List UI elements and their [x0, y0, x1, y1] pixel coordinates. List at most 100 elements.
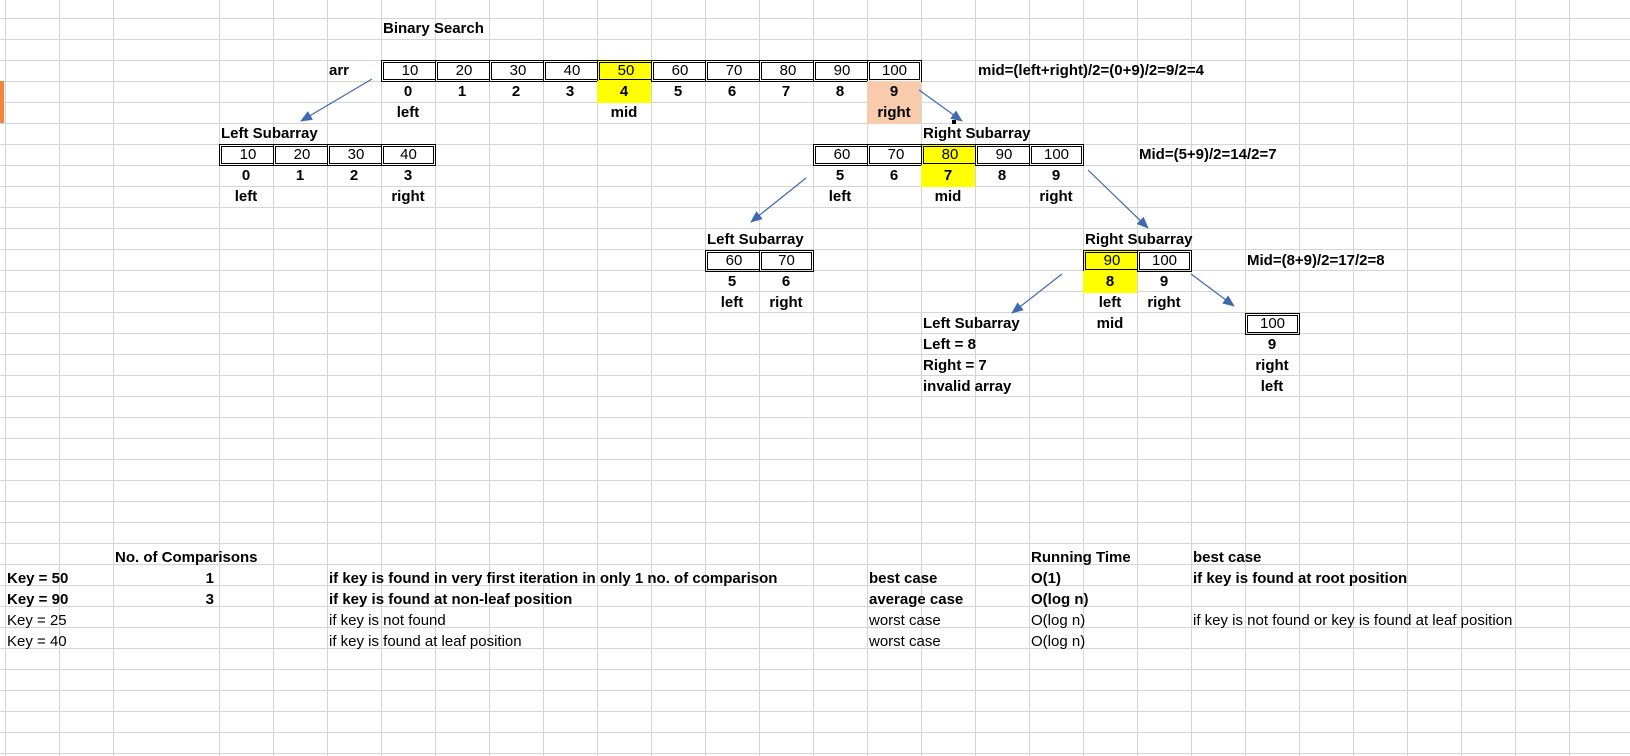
index-cell[interactable]: 7 [781, 83, 791, 100]
invalid-left-value[interactable]: Left = 8 [923, 336, 976, 353]
array-cell[interactable]: 30 [327, 144, 382, 166]
array-cell[interactable]: 90 [975, 144, 1030, 166]
left-pointer-label[interactable]: left [720, 294, 744, 311]
array-cell[interactable]: 100 [1245, 313, 1300, 335]
right-pointer-label[interactable]: right [769, 294, 803, 311]
note-cell[interactable]: if key is not found or key is found at l… [1193, 612, 1513, 629]
index-cell-selected[interactable]: 9 [867, 81, 921, 103]
running-time-cell[interactable]: O(log n) [1031, 633, 1086, 650]
array-cell[interactable]: 100 [1137, 250, 1192, 272]
index-cell[interactable]: 6 [727, 83, 737, 100]
case-cell[interactable]: average case [869, 591, 964, 608]
array-cell[interactable]: 10 [381, 60, 436, 82]
index-cell[interactable]: 2 [511, 83, 521, 100]
left-pointer-label[interactable]: left [1098, 294, 1122, 311]
invalid-right-value[interactable]: Right = 7 [923, 357, 987, 374]
right-pointer-label[interactable]: right [1255, 357, 1289, 374]
comparisons-header[interactable]: No. of Comparisons [115, 549, 258, 566]
main-mid-formula[interactable]: mid=(left+right)/2=(0+9)/2=9/2=4 [978, 62, 1204, 79]
left-pointer-label[interactable]: left [234, 188, 258, 205]
comparisons-cell[interactable]: 3 [205, 591, 214, 608]
left-subarray-title[interactable]: Left Subarray [221, 125, 318, 142]
right-pointer-label[interactable]: right [867, 102, 921, 124]
description-cell[interactable]: if key is found at non-leaf position [329, 591, 573, 608]
mid-pointer-label[interactable]: mid [1096, 315, 1124, 332]
right-pointer-label[interactable]: right [391, 188, 425, 205]
array-cell[interactable]: 10 [219, 144, 274, 166]
index-cell-mid[interactable]: 4 [597, 81, 651, 103]
index-cell[interactable]: 1 [295, 167, 305, 184]
index-cell[interactable]: 3 [565, 83, 575, 100]
array-cell-mid[interactable]: 90 [1083, 250, 1138, 272]
index-cell[interactable]: 5 [727, 273, 737, 290]
description-cell[interactable]: if key is found at leaf position [329, 633, 522, 650]
index-cell[interactable]: 5 [835, 167, 845, 184]
array-cell[interactable]: 60 [705, 250, 760, 272]
array-cell[interactable]: 20 [273, 144, 328, 166]
index-cell[interactable]: 6 [889, 167, 899, 184]
array-label[interactable]: arr [329, 62, 350, 79]
left-subarray-title[interactable]: Left Subarray [707, 231, 804, 248]
array-cell[interactable]: 100 [1029, 144, 1084, 166]
mid-pointer-label[interactable]: mid [610, 104, 638, 121]
best-case-header[interactable]: best case [1193, 549, 1262, 566]
array-cell[interactable]: 60 [813, 144, 868, 166]
index-cell[interactable]: 9 [1051, 167, 1061, 184]
array-cell-mid[interactable]: 80 [921, 144, 976, 166]
key-cell[interactable]: Key = 25 [7, 612, 67, 629]
array-cell[interactable]: 70 [759, 250, 814, 272]
left-pointer-label[interactable]: left [1260, 378, 1284, 395]
case-cell[interactable]: best case [869, 570, 938, 587]
running-time-cell[interactable]: O(log n) [1031, 591, 1089, 608]
array-cell[interactable]: 90 [813, 60, 868, 82]
right-subarray-mid-formula[interactable]: Mid=(5+9)/2=14/2=7 [1139, 146, 1277, 163]
left-pointer-label[interactable]: left [828, 188, 852, 205]
array-cell[interactable]: 30 [489, 60, 544, 82]
index-cell[interactable]: 8 [997, 167, 1007, 184]
index-cell-mid[interactable]: 8 [1083, 271, 1137, 293]
running-time-header[interactable]: Running Time [1031, 549, 1131, 566]
description-cell[interactable]: if key is not found [329, 612, 446, 629]
right-subarray-title[interactable]: Right Subarray [923, 125, 1031, 142]
array-cell-mid[interactable]: 50 [597, 60, 652, 82]
note-cell[interactable]: if key is found at root position [1193, 570, 1408, 587]
right-pointer-label[interactable]: right [1039, 188, 1073, 205]
array-cell[interactable]: 70 [867, 144, 922, 166]
index-cell[interactable]: 5 [673, 83, 683, 100]
array-cell[interactable]: 20 [435, 60, 490, 82]
index-cell[interactable]: 1 [457, 83, 467, 100]
left-pointer-label[interactable]: left [396, 104, 420, 121]
array-cell[interactable]: 40 [381, 144, 436, 166]
array-cell[interactable]: 80 [759, 60, 814, 82]
array-cell[interactable]: 40 [543, 60, 598, 82]
index-cell[interactable]: 0 [403, 83, 413, 100]
right-pointer-label[interactable]: right [1147, 294, 1181, 311]
invalid-array-note[interactable]: invalid array [923, 378, 1012, 395]
index-cell[interactable]: 3 [403, 167, 413, 184]
index-cell[interactable]: 6 [781, 273, 791, 290]
array-cell[interactable]: 100 [867, 60, 922, 82]
comparisons-cell[interactable]: 1 [205, 570, 214, 587]
index-cell[interactable]: 9 [1267, 336, 1277, 353]
index-cell[interactable]: 9 [1159, 273, 1169, 290]
sheet-title[interactable]: Binary Search [383, 20, 484, 37]
selection-fill-handle[interactable] [952, 120, 956, 124]
description-cell[interactable]: if key is found in very first iteration … [329, 570, 778, 587]
key-cell[interactable]: Key = 90 [7, 591, 69, 608]
running-time-cell[interactable]: O(1) [1031, 570, 1061, 587]
mid-pointer-label[interactable]: mid [934, 188, 962, 205]
index-cell-mid[interactable]: 7 [921, 165, 975, 187]
key-cell[interactable]: Key = 50 [7, 570, 69, 587]
left-subarray-title[interactable]: Left Subarray [923, 315, 1020, 332]
key-cell[interactable]: Key = 40 [7, 633, 67, 650]
running-time-cell[interactable]: O(log n) [1031, 612, 1086, 629]
index-cell[interactable]: 0 [241, 167, 251, 184]
array-cell[interactable]: 60 [651, 60, 706, 82]
right-subarray-title[interactable]: Right Subarray [1085, 231, 1193, 248]
index-cell[interactable]: 2 [349, 167, 359, 184]
index-cell[interactable]: 8 [835, 83, 845, 100]
case-cell[interactable]: worst case [869, 633, 941, 650]
array-cell[interactable]: 70 [705, 60, 760, 82]
case-cell[interactable]: worst case [869, 612, 941, 629]
right-subarray-2-mid-formula[interactable]: Mid=(8+9)/2=17/2=8 [1247, 252, 1385, 269]
